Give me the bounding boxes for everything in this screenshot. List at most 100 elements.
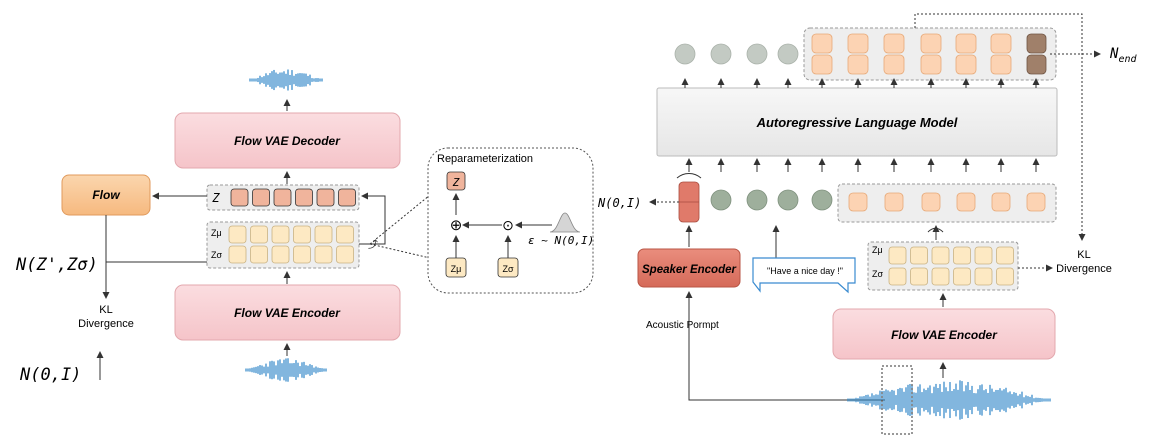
- output-token-bottom: [811, 54, 833, 75]
- z-sigma-token: [314, 245, 333, 264]
- output-token-top: [811, 33, 833, 54]
- output-text-circles: [674, 43, 799, 65]
- z-sigma-token: [250, 245, 268, 264]
- z-sigma-token: [336, 245, 354, 264]
- right-normal-label: N(0,I): [597, 196, 641, 210]
- left-panel: Flow VAE Decoder Z Zμ Zσ Flow ⤴ N(Z',Zσ)…: [15, 69, 401, 385]
- z-mu-token: [293, 225, 311, 244]
- reparam-z-sigma-label: Zσ: [502, 264, 513, 274]
- input-token: [991, 192, 1011, 212]
- z-sigma-token: [271, 245, 290, 264]
- z-mu-token: [336, 225, 354, 244]
- right-flow-vae-encoder-label: Flow VAE Encoder: [891, 328, 998, 342]
- output-token-top: [920, 33, 942, 54]
- input-waveform: [245, 358, 327, 382]
- z-mu-token: [271, 225, 290, 244]
- speaker-encoder-box: [637, 248, 741, 288]
- input-circle: [746, 189, 768, 211]
- reparam-z-token: [446, 171, 466, 191]
- right-z-sigma-token: [888, 267, 907, 286]
- reparameterization-title: Reparameterization: [437, 153, 533, 165]
- input-circle: [710, 189, 732, 211]
- language-model-label: Autoregressive Language Model: [756, 115, 958, 130]
- input-token: [884, 192, 904, 212]
- output-circle: [710, 43, 732, 65]
- multiply-operator: ⊙: [502, 217, 514, 233]
- language-model-box: [656, 87, 1058, 157]
- output-acoustic-tokens: [811, 33, 1047, 75]
- plus-operator: ⊕: [450, 217, 463, 234]
- text-prompt-bubble: [752, 257, 856, 294]
- prior-distribution-label: N(Z',Zσ): [15, 255, 98, 275]
- right-kl-line2: Divergence: [1056, 263, 1112, 275]
- input-token: [1026, 192, 1046, 212]
- flow-vae-encoder-box: [174, 284, 401, 341]
- z-latent-label: Z: [211, 191, 220, 205]
- flow-vae-decoder-box: [174, 112, 401, 169]
- right-flow-vae-encoder-box: [832, 308, 1056, 360]
- standard-normal-label: N(0,I): [19, 365, 81, 385]
- right-z-sigma-token: [931, 267, 950, 286]
- z-token: [273, 188, 292, 207]
- flow-vae-encoder-label: Flow VAE Encoder: [234, 306, 341, 320]
- output-waveform: [249, 69, 323, 91]
- right-input-waveform: [847, 380, 1051, 420]
- right-z-mu-sigma-tokens: [888, 246, 1014, 286]
- right-panel: Autoregressive Language Model Nend KL Di…: [597, 13, 1137, 435]
- reparam-z-mu-token: [445, 257, 467, 278]
- gaussian-icon: [549, 212, 581, 233]
- z-mu-token: [228, 225, 247, 244]
- reparam-z-sigma-token: [497, 257, 519, 278]
- n-end-label: Nend: [1109, 46, 1137, 65]
- z-sigma-token: [228, 245, 247, 264]
- z-mu-label: Zμ: [211, 228, 222, 238]
- input-token: [848, 192, 868, 212]
- right-z-mu-token: [953, 246, 971, 265]
- input-token: [956, 192, 976, 212]
- z-token: [230, 188, 249, 207]
- right-z-mu-token: [974, 246, 993, 265]
- reparam-z-mu-label: Zμ: [451, 264, 462, 274]
- output-token-top: [847, 33, 869, 54]
- input-circle: [777, 189, 799, 211]
- right-kl-line1: KL: [1077, 249, 1090, 261]
- kl-label-line2: Divergence: [78, 318, 134, 330]
- right-z-mu-label: Zμ: [872, 245, 883, 255]
- input-token: [921, 192, 941, 212]
- flow-vae-decoder-label: Flow VAE Decoder: [234, 134, 341, 148]
- output-circle: [746, 43, 768, 65]
- input-acoustic-tokens: [848, 192, 1046, 212]
- z-mu-token: [314, 225, 333, 244]
- acoustic-prompt-label: Acoustic Pormpt: [646, 320, 719, 331]
- right-z-mu-token: [996, 246, 1014, 265]
- speaker-encoder-label: Speaker Encoder: [642, 264, 736, 276]
- output-token-bottom: [920, 54, 942, 75]
- right-z-sigma-label: Zσ: [872, 269, 883, 279]
- output-circle: [777, 43, 799, 65]
- z-sigma-token: [293, 245, 311, 264]
- z-sigma-label: Zσ: [211, 250, 222, 260]
- input-text-circles: [710, 189, 833, 211]
- output-circle: [674, 43, 696, 65]
- reparameterization-panel: Reparameterization Z ⊕ Zμ ⊙ Zσ ε ~ N(0,I…: [369, 147, 594, 294]
- z-token: [338, 188, 356, 207]
- right-z-sigma-token: [910, 267, 928, 286]
- output-token-bottom: [990, 54, 1012, 75]
- output-token-bottom: [955, 54, 977, 75]
- z-latent-tokens: [230, 188, 356, 207]
- output-token-bottom: [847, 54, 869, 75]
- z-mu-sigma-tokens: [228, 225, 354, 264]
- end-token-bottom: [1026, 54, 1047, 75]
- right-z-sigma-token: [996, 267, 1014, 286]
- acoustic-prompt-crop: [881, 365, 913, 435]
- z-token: [316, 188, 335, 207]
- right-z-mu-token: [888, 246, 907, 265]
- flow-label: Flow: [92, 188, 120, 202]
- z-mu-token: [250, 225, 268, 244]
- z-token: [252, 188, 270, 207]
- kl-label-line1: KL: [99, 304, 112, 316]
- z-token: [295, 188, 313, 207]
- output-token-top: [955, 33, 977, 54]
- input-circle: [811, 189, 833, 211]
